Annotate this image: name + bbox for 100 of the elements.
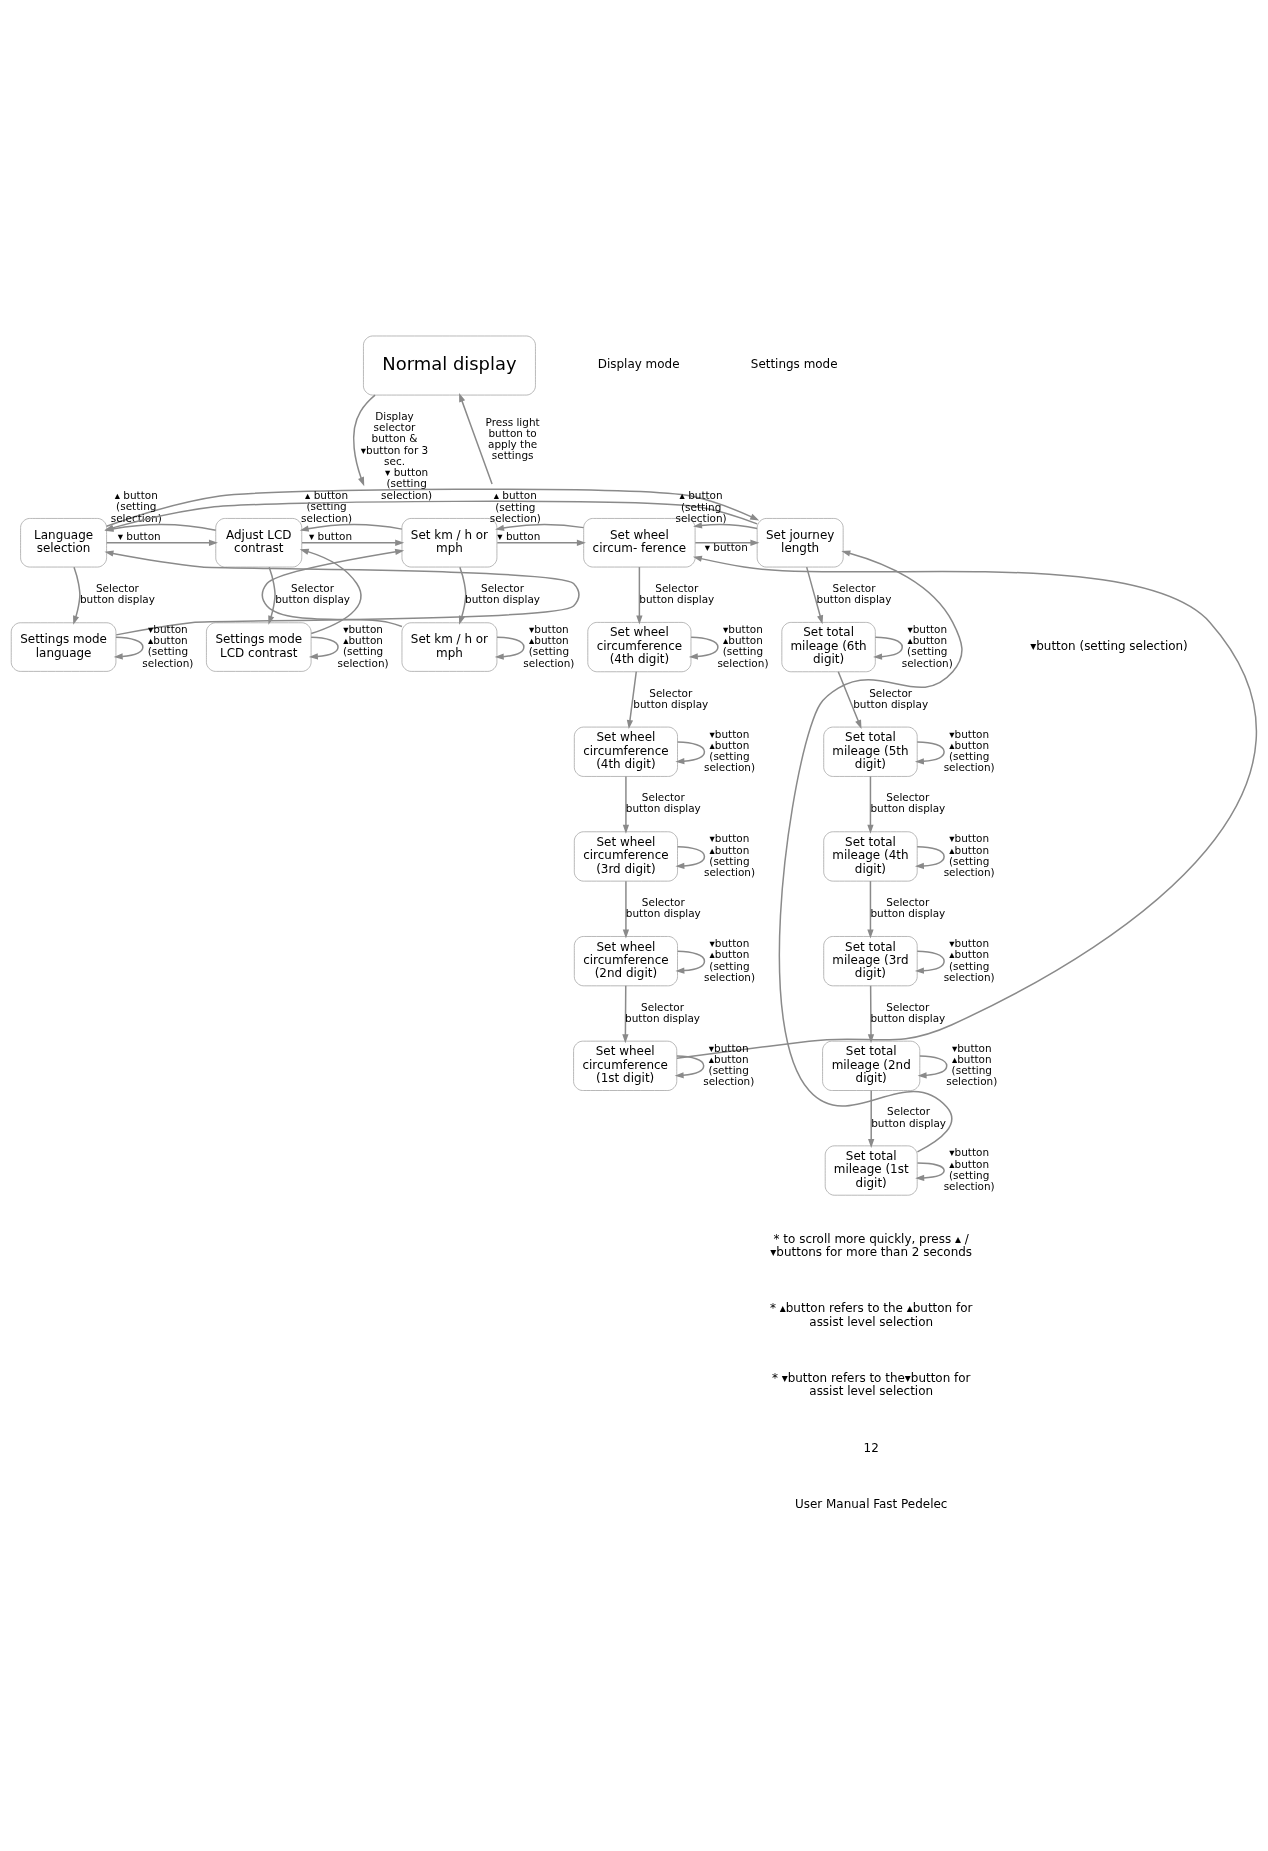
arrow [352, 393, 376, 486]
arrow [626, 670, 637, 729]
node-box: Set total mileage (3rd digit) [823, 935, 918, 986]
edge-label: ▴ button (setting selection) [110, 488, 162, 524]
node-box: Set wheel circumference (4th digit) [587, 621, 692, 672]
node-box: Set total mileage (6th digit) [781, 621, 876, 672]
arrow [694, 539, 760, 546]
arrow [917, 1054, 948, 1078]
node-box: Set wheel circumference (2nd digit) [573, 935, 678, 986]
arrow [867, 775, 874, 834]
edge-label: ▾button ▴button (setting selection) [943, 727, 995, 773]
node-box: Set total mileage (2nd digit) [822, 1040, 921, 1091]
edge-label: ▴ button (setting selection) [301, 488, 353, 524]
edge-label: Selector button display [79, 581, 155, 605]
edge-label: ▾button ▴button (setting selection) [703, 936, 756, 983]
node-box: Set total mileage (5th digit) [823, 726, 918, 777]
edge-label: Selector button display [275, 581, 351, 605]
arrow [104, 549, 580, 636]
edge-label: ▾button ▴button (setting selection) [703, 831, 756, 878]
arrow [299, 523, 403, 532]
edge-label: ▾button ▴button (setting selection) [943, 936, 995, 983]
arrow [914, 950, 945, 974]
node-box: Set total mileage (1st digit) [824, 1144, 918, 1196]
node-box: Set km / h or mph [401, 621, 498, 672]
arrow [105, 539, 218, 546]
arrow [674, 1054, 705, 1078]
label: Settings mode [750, 356, 838, 371]
edge-label: ▾button ▴button (setting selection) [943, 1145, 995, 1192]
arrow [494, 636, 525, 660]
edge-label: Selector button display [639, 581, 715, 605]
arrow [496, 539, 586, 546]
arrow [914, 845, 945, 869]
label: * to scroll more quickly, press ▴ / ▾buttons for more than 2 seconds [770, 1231, 973, 1259]
edge-label: ▾button ▴button (setting selection) [901, 622, 953, 669]
node-box: Language selection [20, 517, 107, 567]
label: * ▴button refers to the ▴button for assist level selection [770, 1300, 973, 1329]
edge-label: ▾button ▴button (setting selection) [523, 622, 575, 669]
arrow [113, 636, 144, 660]
edge-label: ▾button ▴button (setting selection) [337, 622, 389, 669]
edge-label: Selector button display [465, 581, 540, 605]
edge-label: ▾ button [704, 540, 748, 553]
edge-label: Selector button display [853, 686, 929, 710]
arrow [688, 636, 719, 660]
edge-label: ▾ button [117, 529, 161, 542]
arrow [675, 740, 706, 764]
label: Display mode [597, 356, 680, 371]
arrow [73, 565, 81, 625]
node-box: Set total mileage (4th digit) [823, 830, 918, 881]
label: ▾button (setting selection) [1030, 638, 1188, 653]
arrow [873, 636, 903, 660]
arrow [837, 670, 862, 729]
arrow [622, 775, 630, 834]
edge-label: Selector button display [870, 790, 946, 814]
edge-label: ▾button ▴button (setting selection) [717, 622, 769, 669]
node-box: Set wheel circumference (4th digit) [573, 726, 678, 777]
arrow [914, 740, 945, 764]
edge-label: Selector button display [816, 581, 892, 605]
node-box: Settings mode language [10, 621, 117, 672]
arrow [622, 879, 630, 938]
arrow [778, 549, 963, 1153]
arrow [675, 950, 706, 974]
edge-label: ▾button ▴button (setting selection) [703, 727, 756, 773]
edge-label: Display selector button & ▾button for 3 sec. [360, 409, 429, 467]
edge-label: ▾ button [497, 529, 541, 542]
label: * ▾button refers to the▾button for assist level selection [771, 1370, 971, 1398]
node-box: Normal display [363, 335, 536, 395]
edge-label: ▾button ▴button (setting selection) [946, 1041, 998, 1087]
arrow [459, 392, 493, 485]
arrow [495, 523, 585, 531]
arrow [261, 548, 405, 627]
edge-label: Press light button to apply the settings [485, 415, 540, 461]
arrow [105, 488, 760, 527]
arrow [636, 565, 643, 624]
arrow [868, 1089, 875, 1148]
arrow [299, 548, 362, 634]
edge-label: ▾button ▴button (setting selection) [703, 1041, 755, 1087]
edge-label: ▾button ▴button (setting selection) [943, 831, 995, 878]
arrow [675, 845, 706, 869]
arrow [693, 521, 758, 529]
label: User Manual Fast Pedelec [794, 1496, 948, 1511]
edge-label: Selector button display [625, 1000, 701, 1024]
arrow [867, 879, 874, 938]
edge-label: ▾ button (setting selection) [381, 465, 433, 501]
edge-label: Selector button display [625, 790, 701, 814]
arrow [308, 636, 339, 660]
arrow [867, 984, 875, 1043]
edge-label: Selector button display [633, 686, 709, 710]
node-box: Set wheel circumference (3rd digit) [573, 830, 678, 881]
edge-label: ▾ button [309, 529, 353, 542]
edge-label: Selector button display [870, 1000, 946, 1024]
edge-label: Selector button display [871, 1104, 947, 1129]
node-box: Set wheel circumference (1st digit) [573, 1040, 678, 1091]
edge-label: ▾button ▴button (setting selection) [142, 622, 194, 669]
label: 12 [863, 1440, 879, 1455]
node-box: Settings mode LCD contrast [206, 621, 312, 672]
arrow [915, 1161, 945, 1181]
edge-label: Selector button display [870, 895, 946, 919]
node-box: Set journey length [756, 517, 844, 567]
arrow [268, 565, 276, 625]
arrow [301, 539, 405, 546]
